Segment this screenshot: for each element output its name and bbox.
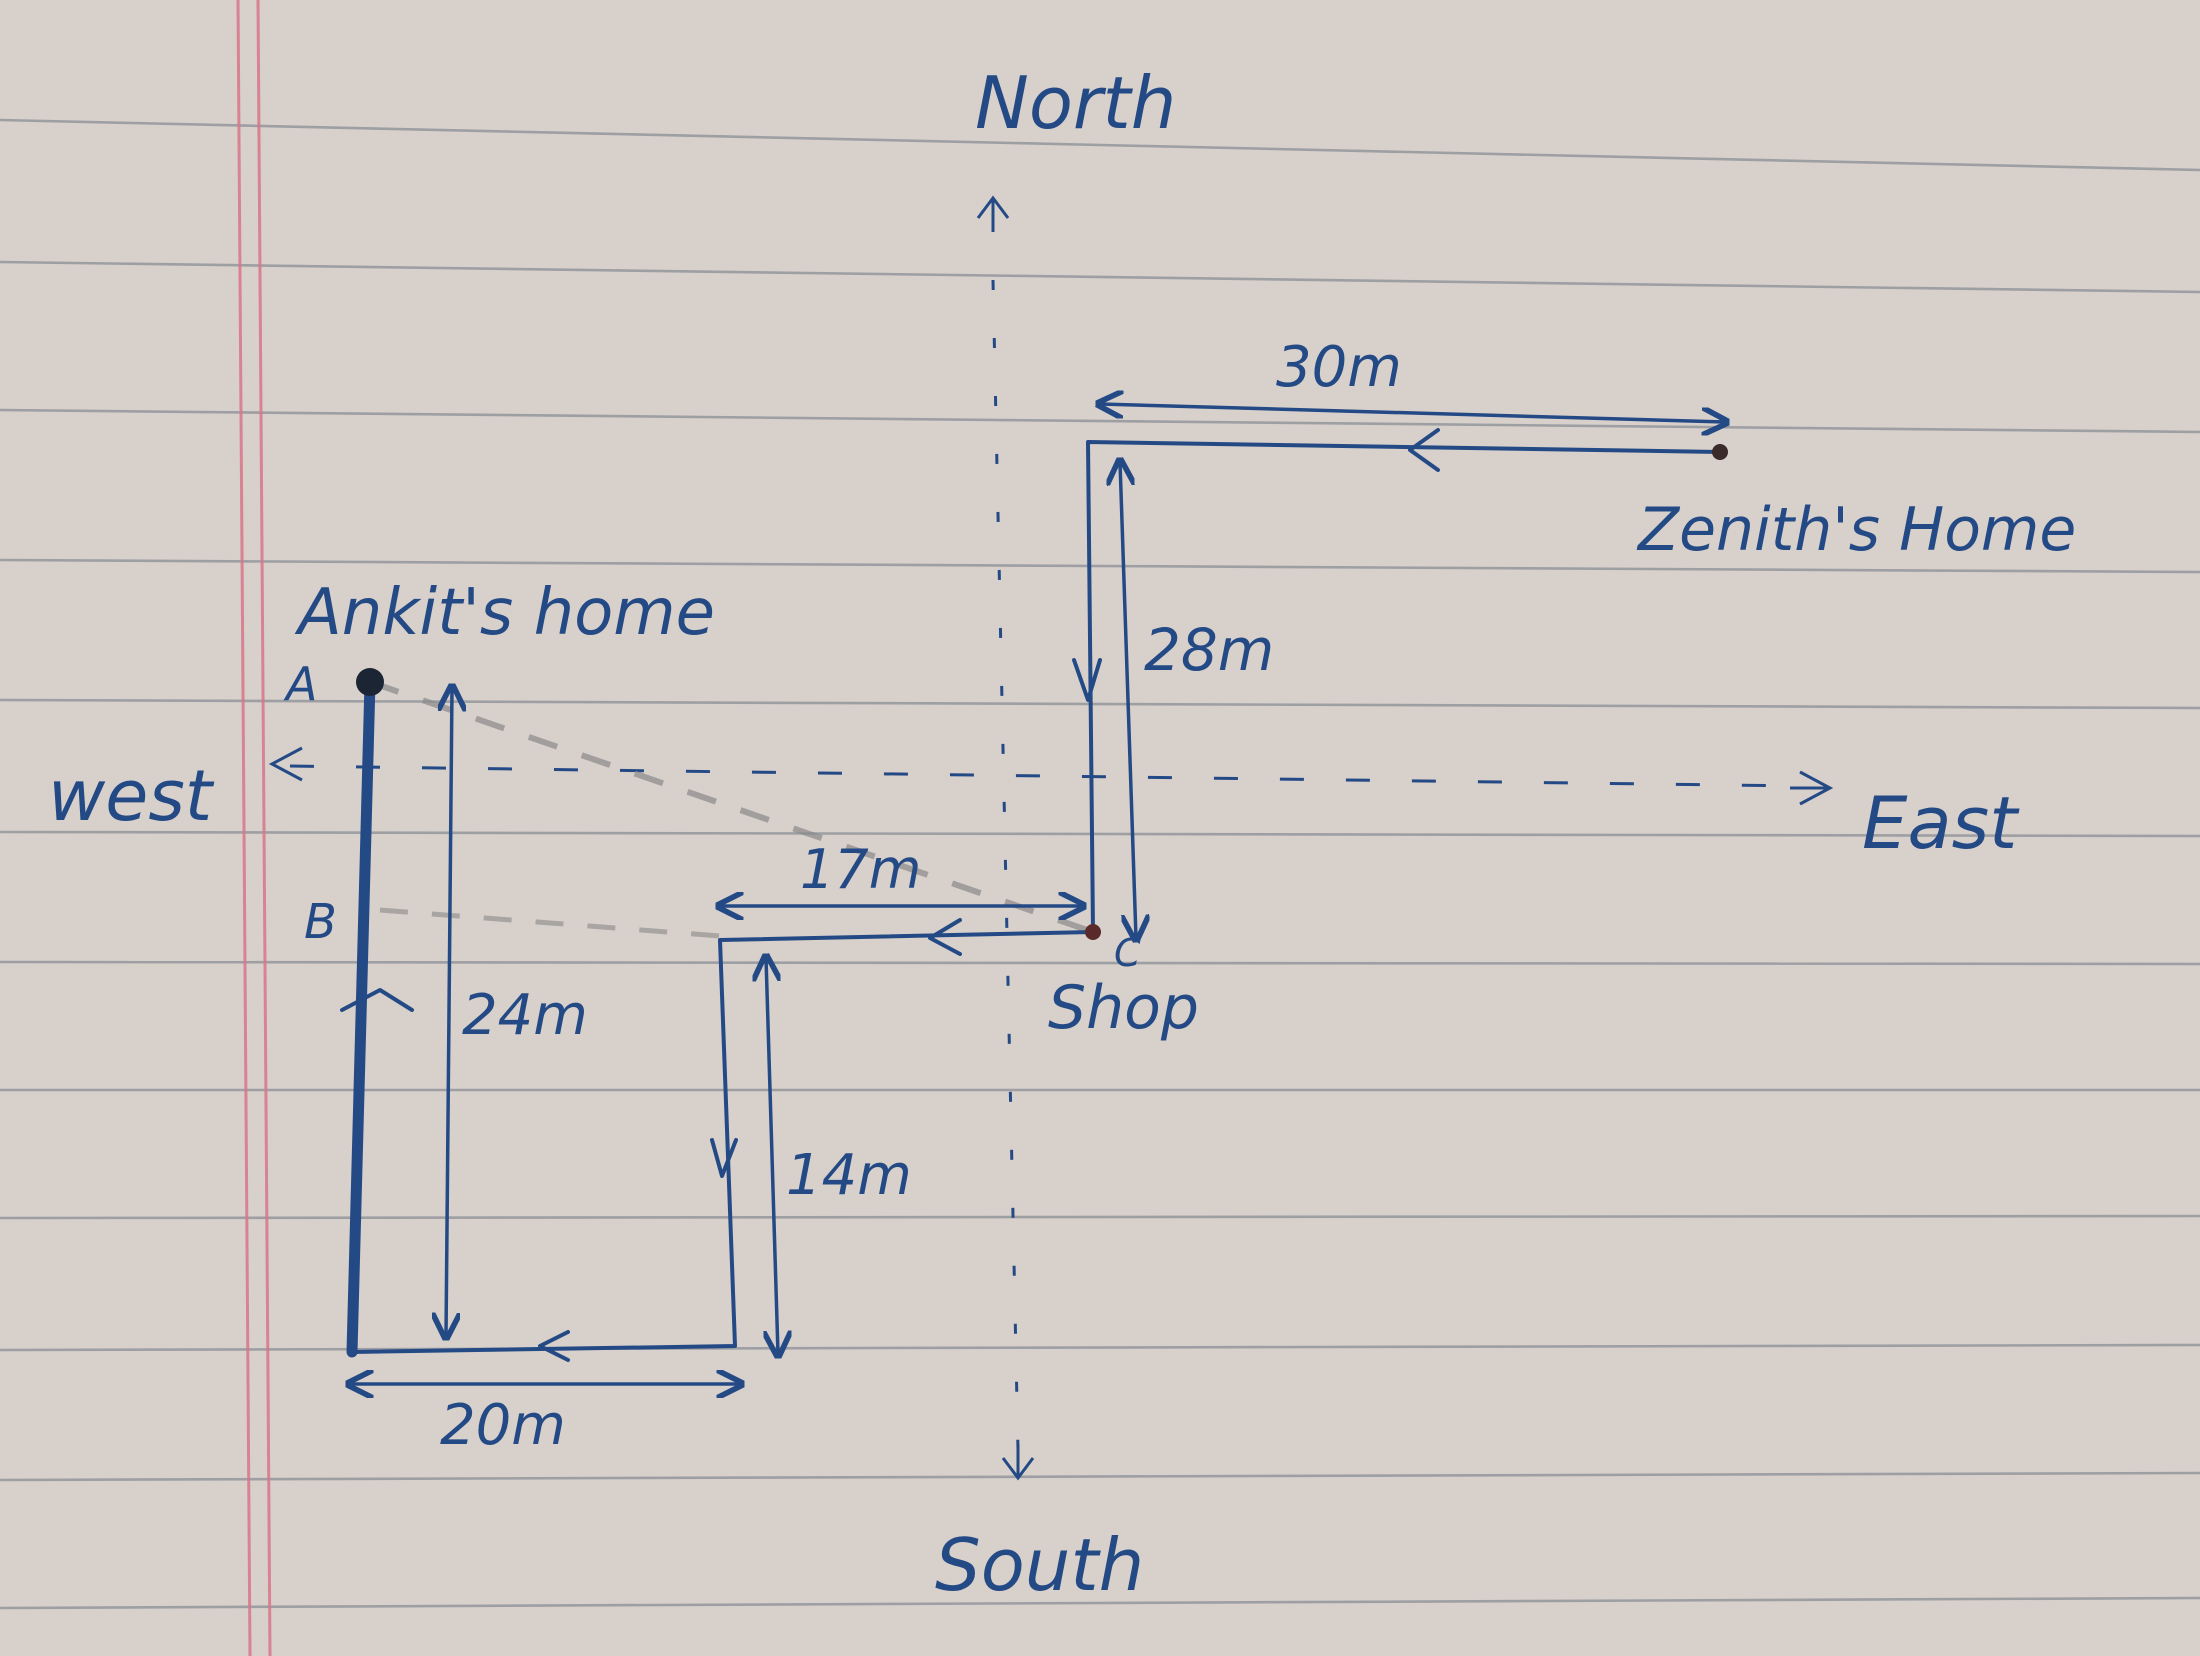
path-segment-a-down: [346, 676, 376, 1358]
rule-line: [0, 1343, 2200, 1352]
path-direction-arrow-icon: [340, 988, 414, 1012]
point-c-label: C: [1114, 931, 1141, 975]
east-arrow-icon: [1790, 770, 1834, 806]
distance-20m-label: 20m: [440, 1393, 566, 1458]
displacement-dashed-line: [369, 679, 1094, 935]
margin-line: [256, 0, 272, 1656]
margin-line: [236, 0, 252, 1656]
north-south-axis: [976, 195, 1035, 1481]
east-west-dashed-line: [289, 764, 1801, 788]
point-b-label: B: [304, 894, 337, 950]
north-label: North: [975, 61, 1176, 145]
zenith-home-dot: [1712, 444, 1728, 460]
measure-24m-arrow: [446, 688, 452, 1336]
measure-14m-arrow: [766, 958, 778, 1354]
distance-17m-label: 17m: [800, 838, 921, 901]
distance-28m-label: 28m: [1144, 616, 1274, 684]
north-arrow-icon: [976, 195, 1010, 232]
path-shop-to-zenith: [1086, 440, 1722, 934]
measure-28m-arrow: [1120, 462, 1136, 938]
walking-path: [340, 428, 1722, 1362]
rule-line: [0, 1596, 2200, 1610]
measure-30m-arrow: [1100, 404, 1725, 422]
rule-line: [0, 558, 2200, 574]
zenith-home-label: Zenith's Home: [1636, 495, 2076, 565]
point-a-dot: [356, 668, 384, 696]
distance-30m-label: 30m: [1276, 335, 1402, 400]
east-west-axis: [268, 746, 1834, 806]
distance-24m-label: 24m: [462, 983, 588, 1048]
point-c-dot: [1085, 924, 1101, 940]
path-direction-arrow-icon: [710, 1138, 738, 1178]
margin-lines: [236, 0, 272, 1656]
path-direction-arrow-icon: [928, 918, 962, 956]
path-direction-arrow-icon: [1408, 428, 1440, 472]
labels: North South East west Ankit's home Zenit…: [48, 61, 2076, 1607]
measurement-arrows: [350, 404, 1725, 1384]
path-direction-arrow-icon: [538, 1330, 570, 1362]
rule-line: [0, 260, 2200, 294]
west-label: west: [48, 755, 215, 837]
shop-label: Shop: [1048, 973, 1199, 1043]
west-arrow-icon: [268, 746, 303, 782]
rule-line: [0, 1214, 2200, 1220]
path-direction-arrow-icon: [1072, 658, 1102, 702]
north-south-dashed-line: [991, 279, 1020, 1451]
point-a-label: A: [283, 657, 317, 711]
distance-14m-label: 14m: [786, 1143, 912, 1208]
south-arrow-icon: [1001, 1444, 1035, 1481]
south-label: South: [935, 1523, 1144, 1607]
rule-line: [0, 118, 2200, 172]
rule-line: [0, 1471, 2200, 1482]
ankit-home-label: Ankit's home: [294, 576, 715, 650]
east-label: East: [1862, 781, 2020, 865]
